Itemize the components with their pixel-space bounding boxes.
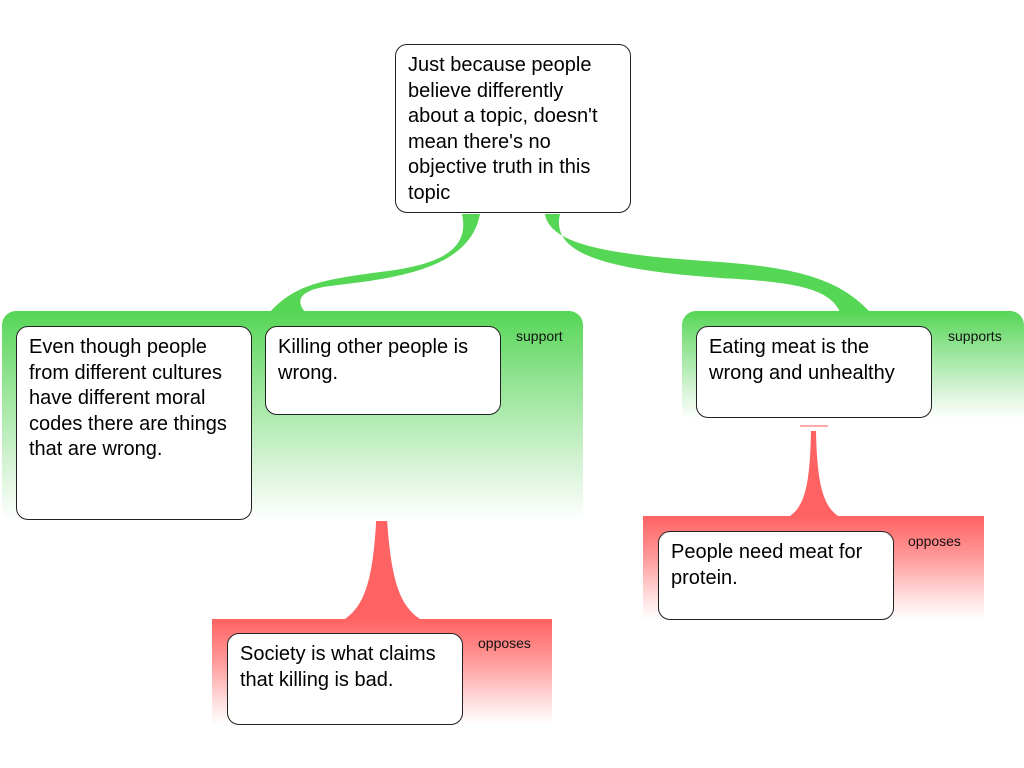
argument-node-moral-codes[interactable]: Even though people from different cultur… bbox=[16, 326, 252, 520]
root-claim-node[interactable]: Just because people believe differently … bbox=[395, 44, 631, 213]
argument-node-killing-wrong[interactable]: Killing other people is wrong. bbox=[265, 326, 501, 415]
group-label-opposes-left: opposes bbox=[478, 635, 531, 651]
support-connector-left bbox=[270, 214, 480, 312]
support-connector-right bbox=[545, 214, 870, 312]
oppose-connector-right bbox=[790, 431, 838, 516]
argument-node-meat-protein[interactable]: People need meat for protein. bbox=[658, 531, 894, 620]
group-label-opposes-right: opposes bbox=[908, 533, 961, 549]
group-label-supports: supports bbox=[948, 328, 1002, 344]
argument-node-society-claims[interactable]: Society is what claims that killing is b… bbox=[227, 633, 463, 725]
group-label-support: support bbox=[516, 328, 563, 344]
argument-node-eating-meat[interactable]: Eating meat is the wrong and unhealthy bbox=[696, 326, 932, 418]
oppose-connector-left bbox=[345, 428, 420, 619]
